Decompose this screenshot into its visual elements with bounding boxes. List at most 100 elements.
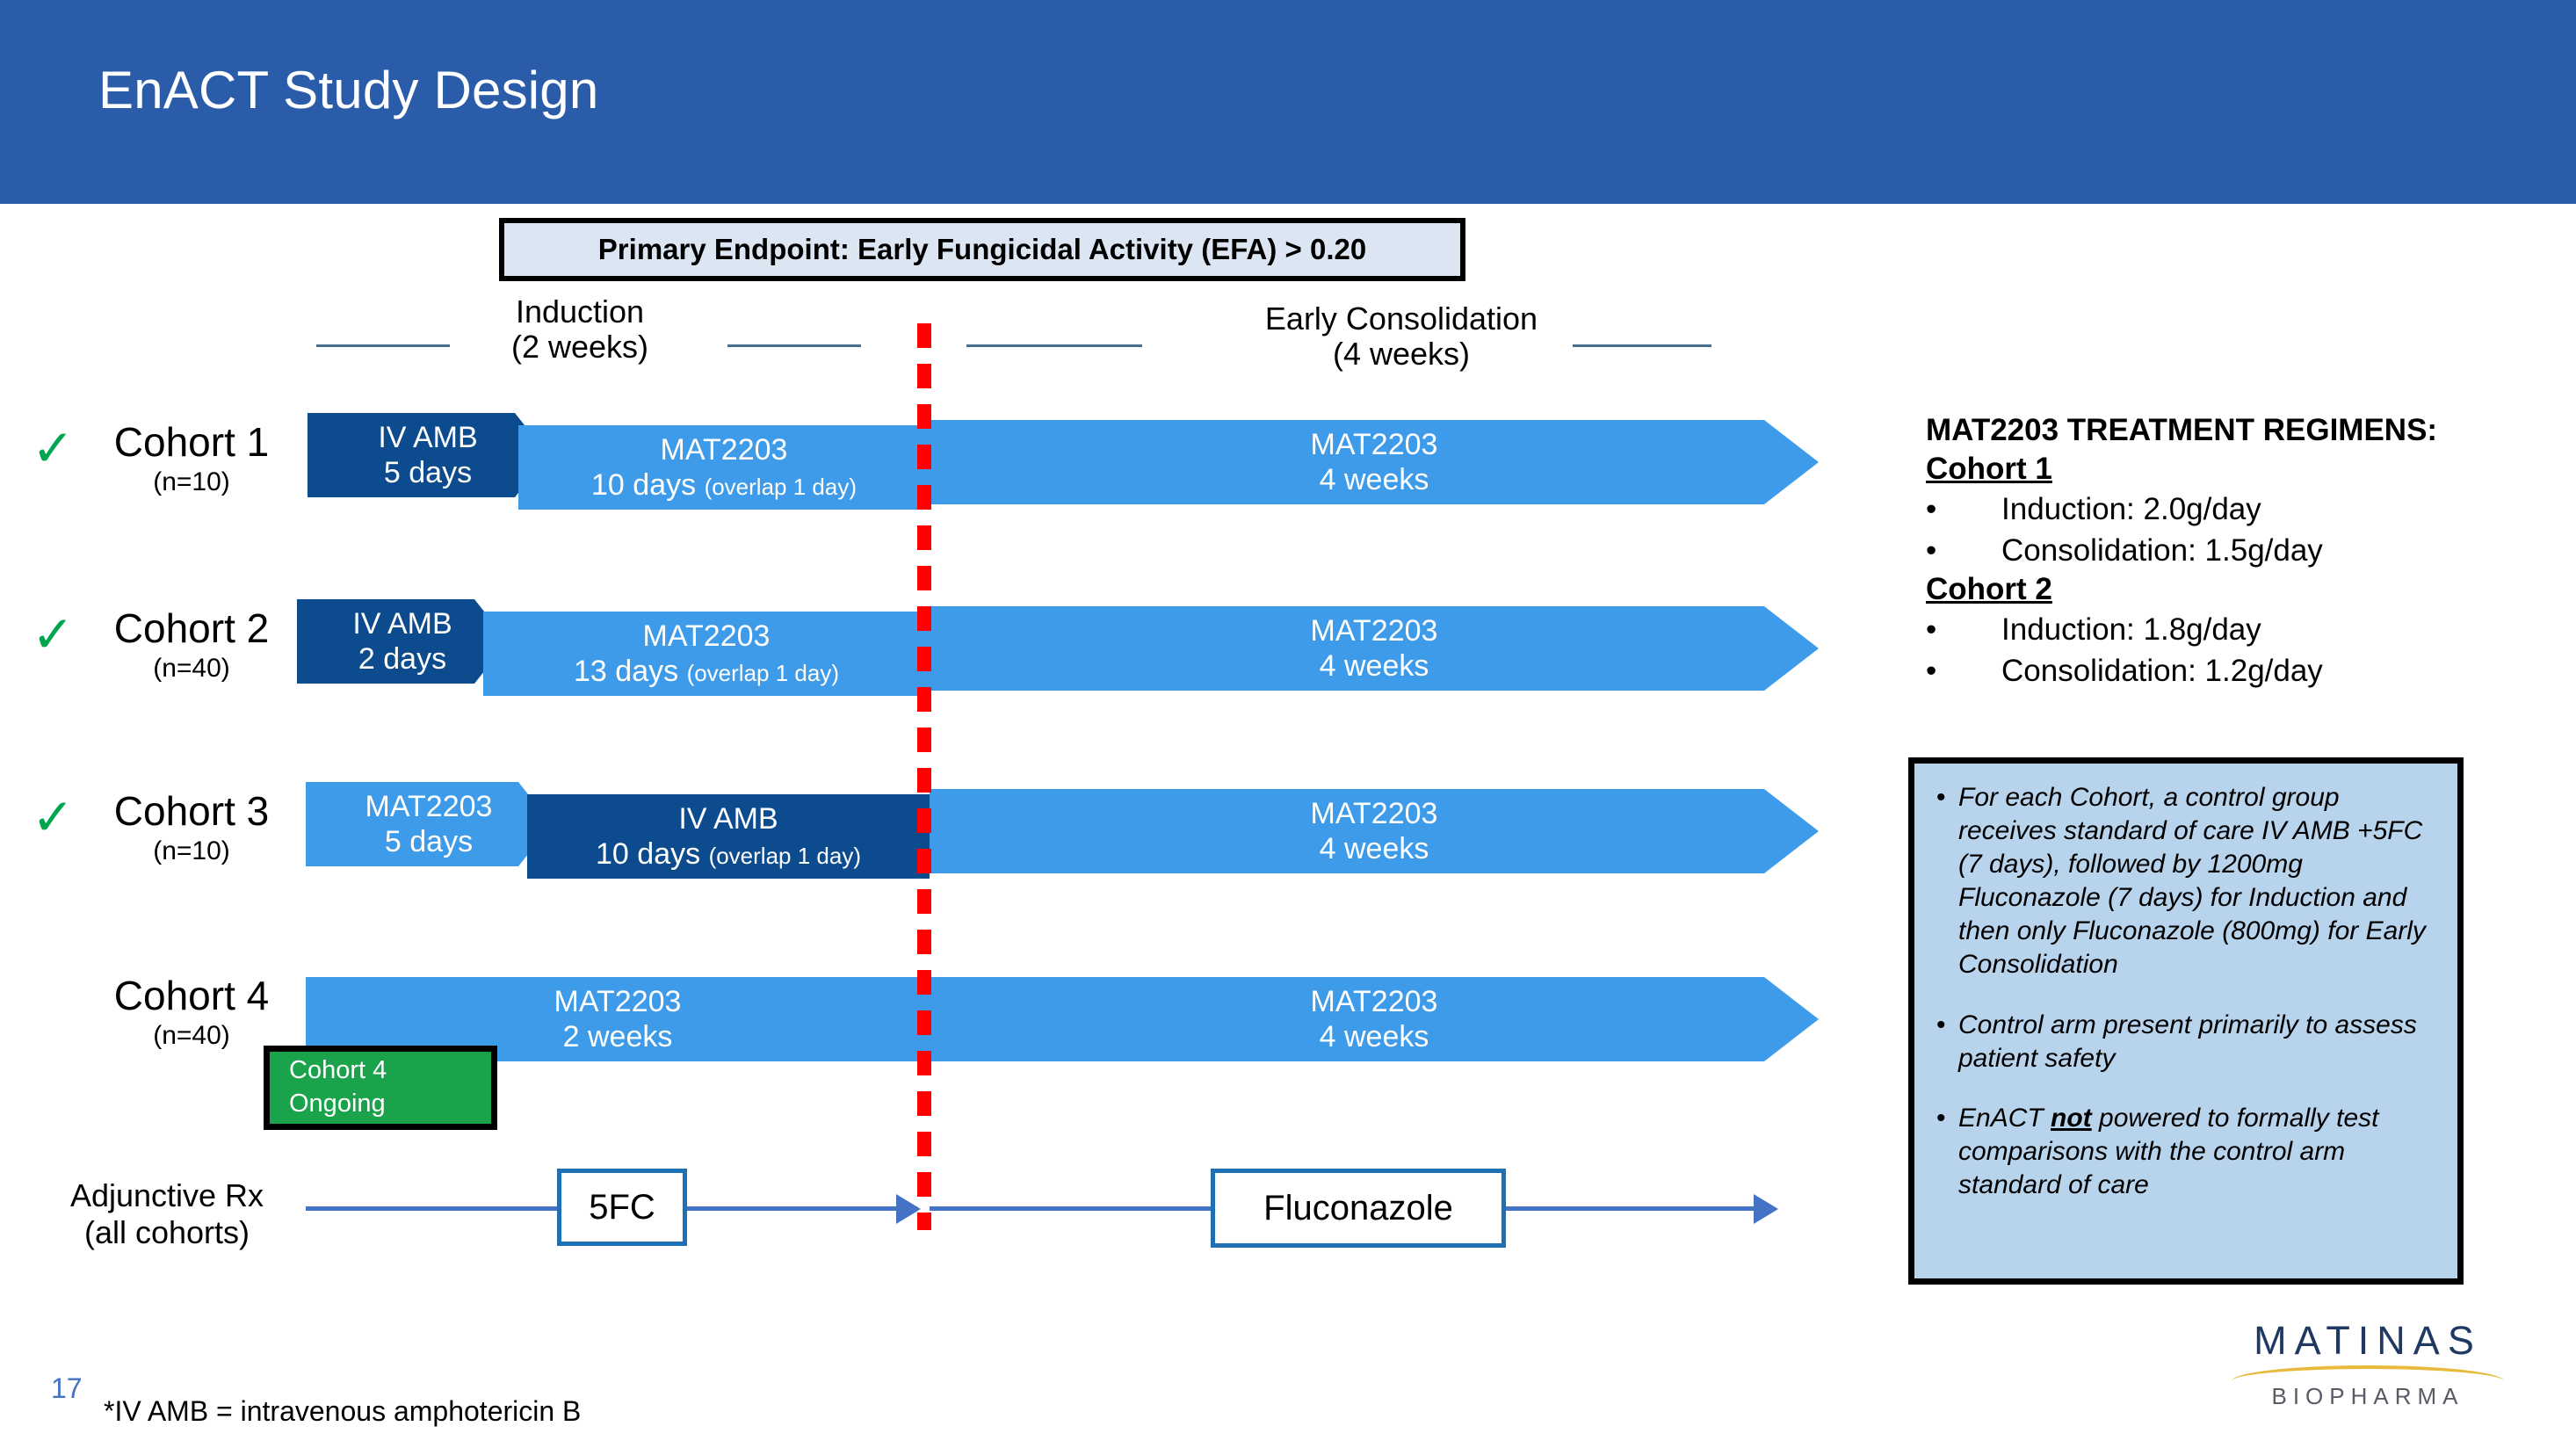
adjunctive-rx-scope: (all cohorts) bbox=[83, 1214, 250, 1251]
note-item-1: • For each Cohort, a control group recei… bbox=[1923, 781, 2442, 982]
cohort3-consolidation-segment: MAT2203 4 weeks bbox=[930, 789, 1819, 873]
cohort-sample-size: (n=40) bbox=[153, 654, 230, 683]
header-band bbox=[0, 0, 2576, 204]
regimens-item-text: Consolidation: 1.5g/day bbox=[2001, 532, 2323, 568]
note-text-post: powered to formally test comparisons wit… bbox=[1958, 1103, 2379, 1199]
page-number: 17 bbox=[51, 1372, 83, 1404]
phase-label-consolidation: Early Consolidation (4 weeks) bbox=[1208, 300, 1595, 373]
note-text-emphasis: not bbox=[2051, 1103, 2092, 1133]
segment-duration: 5 days bbox=[383, 456, 473, 489]
cohort4-consolidation-segment: MAT2203 4 weeks bbox=[930, 977, 1819, 1061]
note-item-text: Control arm present primarily to assess … bbox=[1958, 1010, 2417, 1073]
note-item-3: • EnACT not powered to formally test com… bbox=[1923, 1102, 2442, 1202]
cohort-sample-size: (n=40) bbox=[153, 1021, 230, 1050]
bullet-icon: • bbox=[1926, 612, 1937, 648]
regimens-item-text: Induction: 2.0g/day bbox=[2001, 492, 2261, 526]
adjunctive-line-segment-4 bbox=[1504, 1206, 1759, 1211]
bracket-line-left-inner bbox=[727, 344, 861, 347]
adjunctive-rx-title: Adjunctive Rx bbox=[69, 1177, 264, 1213]
adjunctive-arrowhead-2 bbox=[1754, 1194, 1778, 1224]
badge-line-2: Ongoing bbox=[289, 1090, 386, 1118]
bullet-icon: • bbox=[1936, 1103, 1946, 1133]
cohort-sample-size: (n=10) bbox=[153, 836, 230, 865]
regimens-title: MAT2203 TREATMENT REGIMENS: bbox=[1926, 413, 2438, 447]
cohort2-induction-segment-2: MAT2203 13 days (overlap 1 day) bbox=[483, 612, 930, 696]
cohort-label: Cohort 1 bbox=[113, 419, 270, 465]
bullet-icon: • bbox=[1926, 653, 1937, 688]
adjunctive-line-segment-2 bbox=[687, 1206, 917, 1211]
segment-drug: IV AMB bbox=[352, 606, 452, 641]
cohort-label: Cohort 2 bbox=[113, 605, 270, 651]
segment-drug: MAT2203 bbox=[642, 619, 771, 653]
cohort1-consolidation-segment: MAT2203 4 weeks bbox=[930, 420, 1819, 504]
segment-duration: 4 weeks bbox=[1319, 832, 1429, 865]
regimens-item-text: Induction: 1.8g/day bbox=[2001, 612, 2261, 648]
drug-box-5fc: 5FC bbox=[557, 1169, 687, 1246]
cohort-label: Cohort 4 bbox=[113, 973, 270, 1018]
note-item-text: For each Cohort, a control group receive… bbox=[1958, 783, 2426, 980]
primary-endpoint-banner: Primary Endpoint: Early Fungicidal Activ… bbox=[499, 218, 1465, 281]
segment-duration: 5 days bbox=[384, 825, 474, 858]
adjunctive-line-segment-3 bbox=[930, 1206, 1211, 1211]
bullet-icon: • bbox=[1926, 532, 1937, 568]
segment-duration: 4 weeks bbox=[1319, 649, 1429, 683]
bracket-line-right-inner bbox=[966, 344, 1142, 347]
segment-drug: MAT2203 bbox=[660, 432, 788, 467]
regimens-cohort1-item-2: • Consolidation: 1.5g/day bbox=[1926, 533, 2497, 569]
adjunctive-rx-label: Adjunctive Rx (all cohorts) bbox=[35, 1177, 299, 1252]
check-icon: ✓ bbox=[32, 606, 75, 663]
segment-overlap: (overlap 1 day) bbox=[704, 474, 857, 500]
cohort-sample-size: (n=10) bbox=[153, 467, 230, 496]
bullet-icon: • bbox=[1936, 1010, 1946, 1039]
note-item-text-composed: EnACT not powered to formally test compa… bbox=[1958, 1102, 2442, 1202]
cohort1-induction-segment-1: IV AMB 5 days bbox=[308, 413, 548, 497]
regimens-cohort1-item-1: • Induction: 2.0g/day bbox=[1926, 492, 2497, 528]
segment-duration: 10 days bbox=[591, 468, 697, 502]
cohort2-consolidation-segment: MAT2203 4 weeks bbox=[930, 606, 1819, 691]
logo-wordmark: MATINAS bbox=[2254, 1318, 2482, 1363]
segment-drug: MAT2203 bbox=[1310, 984, 1438, 1018]
segment-duration: 2 weeks bbox=[562, 1020, 673, 1053]
bullet-icon: • bbox=[1936, 783, 1946, 812]
logo-subtitle: BIOPHARMA bbox=[2271, 1383, 2464, 1409]
bracket-line-right-outer bbox=[1573, 344, 1711, 347]
segment-drug: MAT2203 bbox=[554, 984, 682, 1018]
cohort3-induction-segment-2: IV AMB 10 days (overlap 1 day) bbox=[527, 794, 930, 879]
logo-swoosh-icon bbox=[2232, 1365, 2504, 1381]
segment-duration: 2 days bbox=[358, 642, 447, 676]
regimens-item-text: Consolidation: 1.2g/day bbox=[2001, 653, 2323, 688]
drug-box-fluconazole: Fluconazole bbox=[1211, 1169, 1506, 1248]
regimens-cohort2-item-2: • Consolidation: 1.2g/day bbox=[1926, 654, 2497, 690]
regimens-cohort1-heading: Cohort 1 bbox=[1926, 452, 2052, 486]
induction-title: Induction bbox=[515, 293, 645, 329]
segment-overlap: (overlap 1 day) bbox=[686, 660, 839, 686]
check-icon: ✓ bbox=[32, 789, 75, 846]
bullet-icon: • bbox=[1926, 492, 1937, 526]
note-text-pre: EnACT bbox=[1958, 1103, 2051, 1133]
regimens-cohort2-heading: Cohort 2 bbox=[1926, 572, 2052, 607]
treatment-regimens-panel: MAT2203 TREATMENT REGIMENS: Cohort 1 • I… bbox=[1926, 413, 2497, 689]
segment-duration: 13 days bbox=[574, 655, 679, 688]
segment-overlap: (overlap 1 day) bbox=[708, 843, 861, 869]
check-icon: ✓ bbox=[32, 420, 75, 477]
control-arm-note-box: • For each Cohort, a control group recei… bbox=[1908, 757, 2464, 1285]
segment-duration: 10 days bbox=[596, 837, 701, 871]
bracket-line-left-outer bbox=[316, 344, 450, 347]
phase-divider-dashed-line bbox=[917, 323, 931, 1230]
cohort1-induction-segment-2: MAT2203 10 days (overlap 1 day) bbox=[518, 425, 930, 510]
footnote: *IV AMB = intravenous amphotericin B bbox=[104, 1395, 582, 1427]
phase-label-induction: Induction (2 weeks) bbox=[448, 293, 712, 366]
matinas-biopharma-logo: MATINAS BIOPHARMA bbox=[2214, 1318, 2522, 1410]
regimens-cohort2-item-1: • Induction: 1.8g/day bbox=[1926, 612, 2497, 648]
cohort-label: Cohort 3 bbox=[113, 788, 270, 834]
segment-drug: MAT2203 bbox=[365, 789, 493, 823]
page-title: EnACT Study Design bbox=[98, 61, 599, 119]
segment-drug: MAT2203 bbox=[1310, 796, 1438, 830]
segment-drug: MAT2203 bbox=[1310, 613, 1438, 648]
consolidation-duration: (4 weeks) bbox=[1332, 336, 1471, 373]
note-item-2: • Control arm present primarily to asses… bbox=[1923, 1009, 2442, 1075]
cohort2-induction-segment-1: IV AMB 2 days bbox=[297, 599, 508, 684]
status-badge-cohort4-ongoing: Cohort 4 Ongoing bbox=[264, 1046, 497, 1130]
consolidation-title: Early Consolidation bbox=[1264, 300, 1538, 337]
segment-drug: IV AMB bbox=[678, 801, 778, 836]
